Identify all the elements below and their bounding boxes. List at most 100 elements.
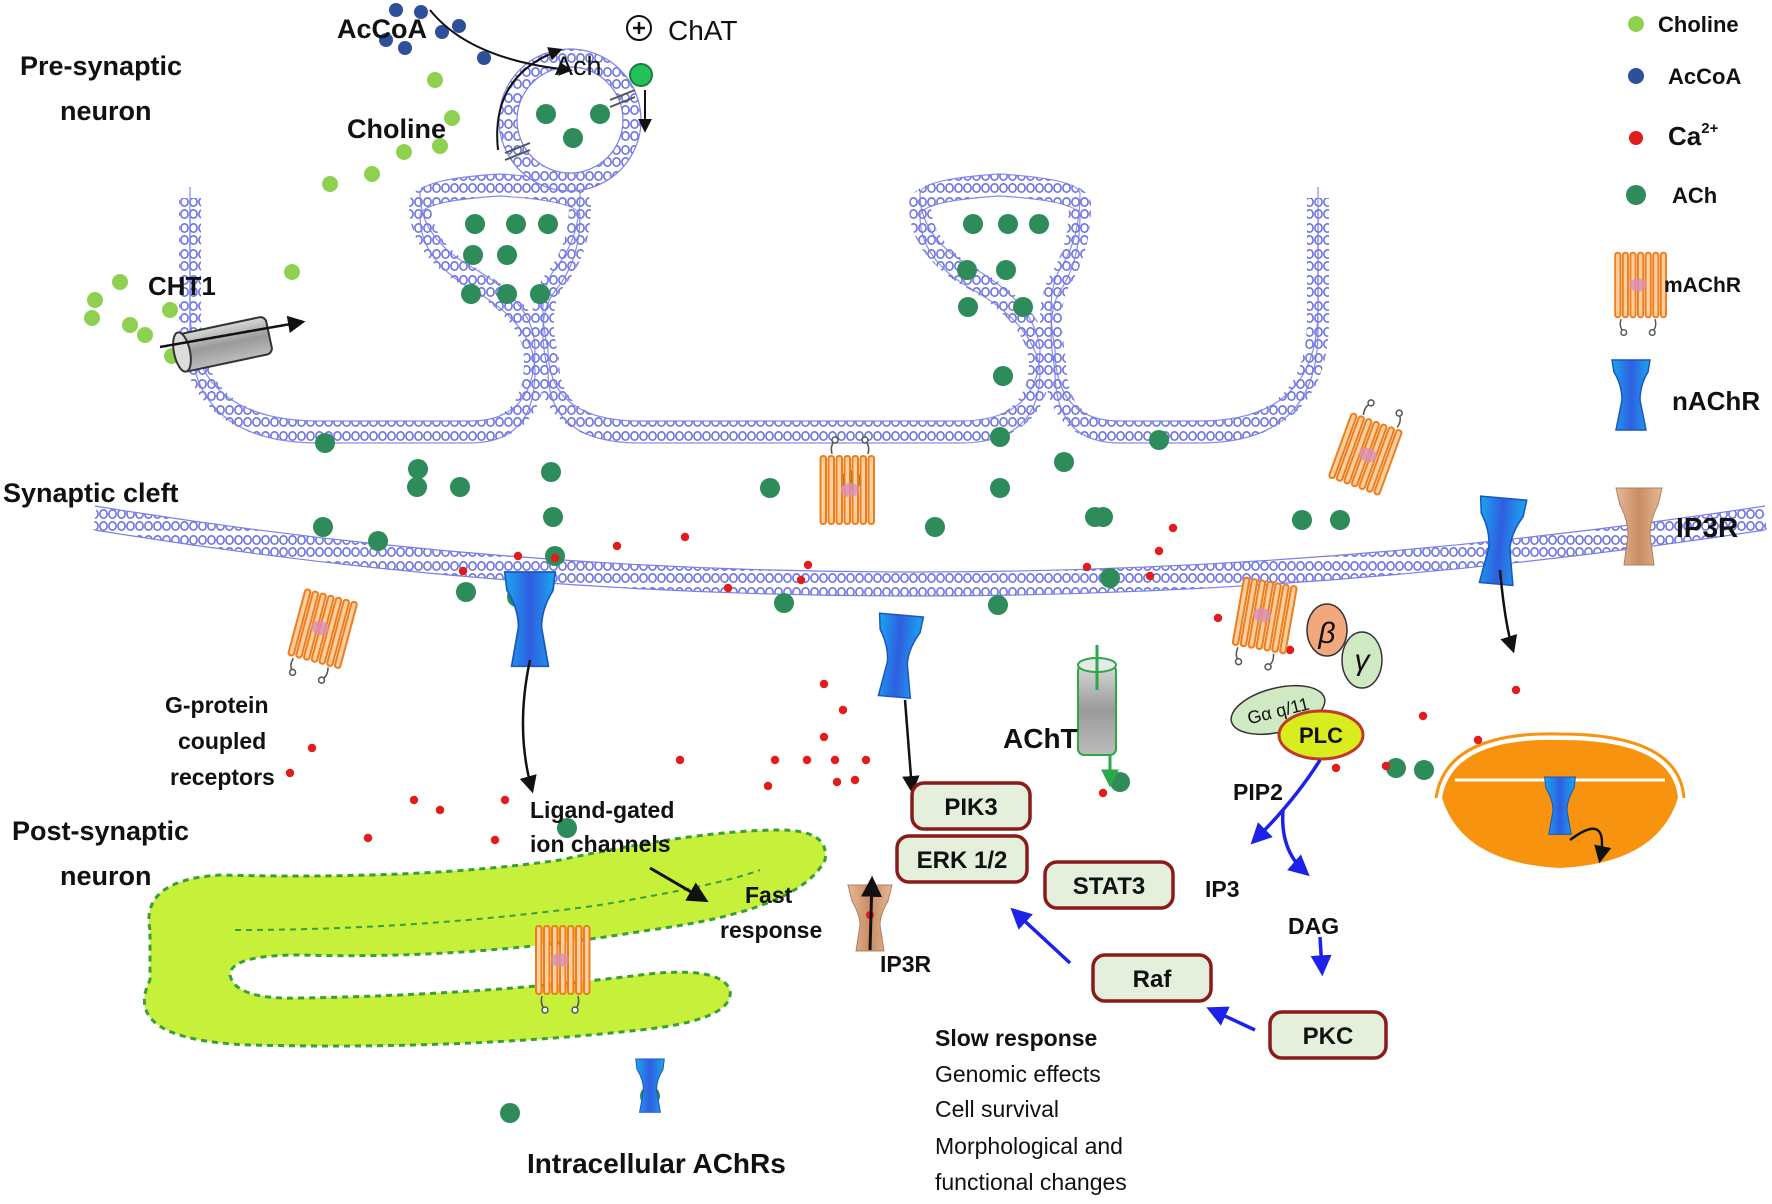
- ach-molecule: [774, 593, 794, 613]
- legend-choline: Choline: [1658, 12, 1739, 37]
- ach-molecule: [1110, 772, 1130, 792]
- box-erk: ERK 1/2: [895, 834, 1029, 884]
- calcium-ion: [363, 833, 373, 843]
- choline-molecules: [84, 72, 460, 364]
- ach-molecule: [315, 433, 335, 453]
- calcium-ion: [850, 775, 860, 785]
- calcium-ion: [435, 805, 445, 815]
- nachr-icon: [877, 612, 925, 700]
- ach-molecule: [990, 427, 1010, 447]
- ach-molecule: [998, 214, 1018, 234]
- nachr-icon: [1544, 776, 1576, 835]
- beta-label: β: [1317, 617, 1335, 650]
- pip2-label: PIP2: [1233, 779, 1283, 805]
- ip3-label: IP3: [1205, 876, 1240, 902]
- endoplasmic-reticulum: [142, 828, 827, 1048]
- ach-molecule: [506, 214, 526, 234]
- calcium-ion: [770, 755, 780, 765]
- calcium-ion: [1082, 562, 1092, 572]
- accoa-molecule: [477, 51, 491, 65]
- choline-label: Choline: [347, 114, 446, 144]
- ach-molecule: [563, 128, 583, 148]
- slow-response-title: Slow response: [935, 1025, 1097, 1051]
- ach-molecule: [1414, 760, 1434, 780]
- calcium-ion: [1331, 763, 1341, 773]
- box-stat3: STAT3: [1043, 860, 1175, 910]
- calcium-ion: [1168, 523, 1178, 533]
- ach-molecule: [990, 478, 1010, 498]
- choline-molecule: [322, 176, 338, 192]
- box-raf: Raf: [1091, 953, 1213, 1003]
- box-pik3: PIK3: [910, 781, 1032, 831]
- ach-dot: [1626, 185, 1646, 205]
- calcium-ion: [1473, 735, 1483, 745]
- fast-response-label-line1: Fast: [745, 882, 793, 908]
- accoa-label: AcCoA: [337, 14, 427, 44]
- calcium-ion: [285, 768, 295, 778]
- ach-molecule: [993, 366, 1013, 386]
- machr-icon: [1231, 576, 1298, 671]
- presynaptic-label-line1: Pre-synaptic: [20, 51, 182, 81]
- ip3r-label: IP3R: [880, 951, 932, 977]
- legend: Choline AcCoA Ca2+ ACh mAChR nAChR IP3R: [1611, 12, 1760, 566]
- calcium-ion: [1511, 685, 1521, 695]
- calcium-ion: [838, 705, 848, 715]
- g-protein-complex: β γ Gα q/11 PLC: [1230, 603, 1383, 761]
- ach-molecule: [497, 245, 517, 265]
- gpcr-label-line2: coupled: [178, 728, 266, 754]
- ach-molecule: [925, 517, 945, 537]
- pathway-arrows: [429, 9, 1612, 1032]
- ach-molecule: [368, 531, 388, 551]
- calcium-ion: [490, 835, 500, 845]
- slow-response-item-3: Morphological and: [935, 1133, 1123, 1159]
- slow-response-item-1: Genomic effects: [935, 1061, 1101, 1087]
- choline-molecule: [427, 72, 443, 88]
- calcium-ion: [458, 566, 468, 576]
- ach-molecule: [958, 297, 978, 317]
- machr-icon: [1614, 251, 1667, 337]
- cht1-label: CHT1: [148, 271, 216, 301]
- calcium-ion: [680, 532, 690, 542]
- gpcr-label-line3: receptors: [170, 764, 275, 790]
- calcium-ion: [1285, 645, 1295, 655]
- accoa-molecule: [379, 33, 393, 47]
- choline-molecule: [112, 274, 128, 290]
- ach-molecule: [1292, 510, 1312, 530]
- ach-molecule: [1330, 510, 1350, 530]
- accoa-molecule: [389, 3, 403, 17]
- ach-molecule: [957, 260, 977, 280]
- calcium-ion: [802, 755, 812, 765]
- synaptic-vesicle: [498, 48, 642, 192]
- ach-molecule: [1100, 568, 1120, 588]
- ach-molecule: [1149, 430, 1169, 450]
- calcium-ion: [1213, 613, 1223, 623]
- calcium-ion: [830, 755, 840, 765]
- choline-molecule: [284, 264, 300, 280]
- erk-label: ERK 1/2: [917, 847, 1008, 874]
- accoa-dot: [1628, 68, 1644, 84]
- chat-enzyme: [629, 63, 653, 87]
- ach-molecule: [461, 284, 481, 304]
- machr-icon: [535, 925, 591, 1014]
- calcium-ion: [675, 755, 685, 765]
- ach-molecule: [543, 507, 563, 527]
- presynaptic-membrane: [179, 173, 1329, 444]
- calcium-ions: [285, 523, 1521, 845]
- calcium-ion: [1098, 788, 1108, 798]
- synaptic-cleft-label: Synaptic cleft: [3, 478, 179, 508]
- gpcr-label-line1: G-protein: [165, 692, 269, 718]
- calcium-ion: [550, 553, 560, 563]
- ach-molecule: [1029, 214, 1049, 234]
- acht-transporter: [1077, 645, 1119, 788]
- legend-ach: ACh: [1672, 183, 1717, 208]
- legend-calcium: Ca2+: [1668, 120, 1719, 151]
- legend-accoa: AcCoA: [1668, 64, 1741, 89]
- cht1-transporter: [159, 315, 306, 373]
- ip3r-icon: [1615, 487, 1663, 566]
- legend-machr: mAChR: [1664, 274, 1741, 297]
- machr-icon: [1614, 251, 1667, 337]
- choline-molecule: [137, 327, 153, 343]
- ach-molecule: [408, 459, 428, 479]
